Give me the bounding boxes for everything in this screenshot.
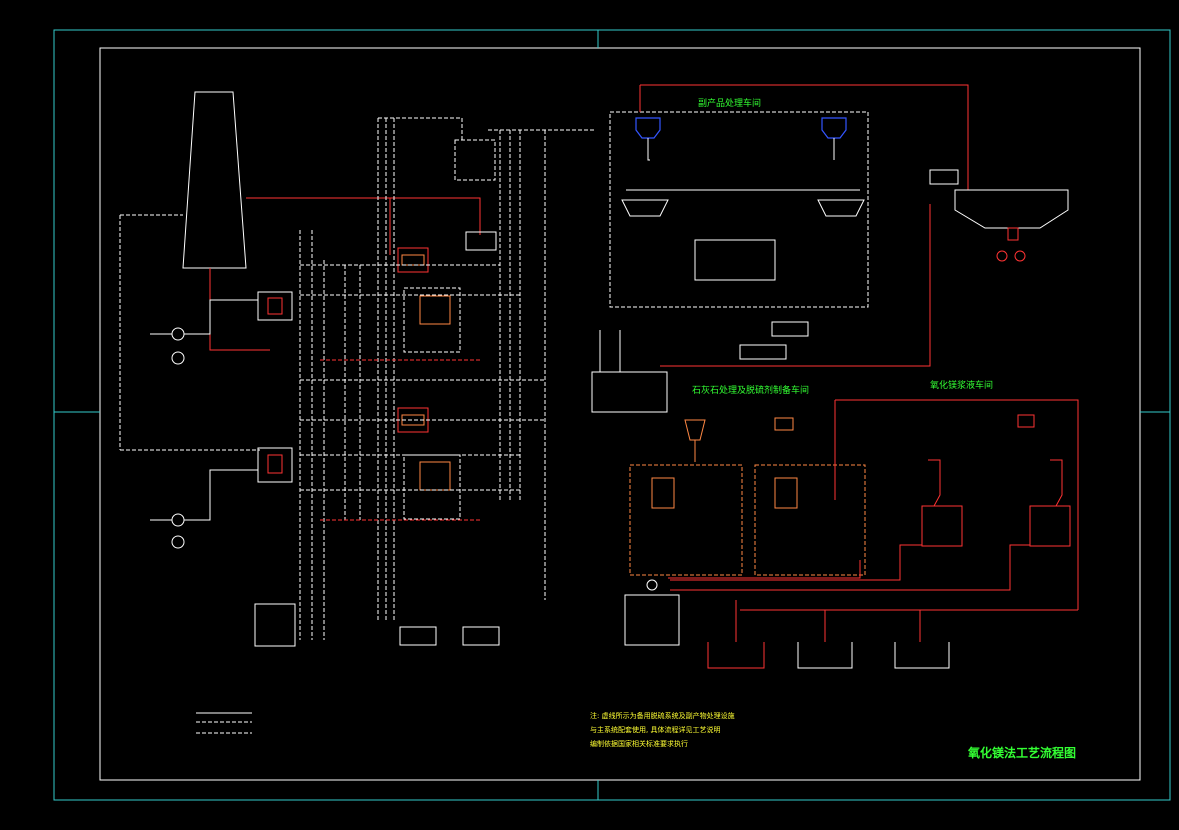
absorber-icon (397, 407, 461, 520)
top-tank (454, 139, 496, 181)
legend-lines (196, 712, 252, 734)
limestone-area-2 (754, 464, 866, 576)
inner-frame (99, 47, 1141, 781)
chimney-icon (182, 91, 247, 269)
drawing-title: 氧化镁法工艺流程图 (967, 745, 1076, 760)
mgo-section-title: 氧化镁浆液车间 (930, 379, 993, 391)
thickener-icon (929, 169, 1069, 262)
note-line-3: 编制依据国家相关标准要求执行 (590, 739, 688, 748)
byproduct-section-title: 副产品处理车间 (698, 97, 761, 109)
absorber-icon (397, 247, 461, 353)
note-line-2: 与主系统配套使用, 具体流程详见工艺说明 (590, 725, 720, 734)
process-bus-lines (299, 118, 546, 640)
bottom-tank-3 (254, 603, 296, 647)
bottom-tank-1 (399, 626, 437, 646)
mgo-tank-1 (921, 459, 963, 547)
mgo-tank-2 (1029, 459, 1071, 547)
pump-icon (635, 117, 847, 139)
ggh-1 (257, 291, 293, 321)
outer-frame (53, 29, 1171, 801)
filter-unit (694, 239, 776, 281)
central-sump (591, 371, 668, 413)
bottom-tank-2 (462, 626, 500, 646)
small-tank-1 (465, 231, 497, 251)
collection-tank (624, 594, 680, 646)
limestone-area-1 (629, 464, 743, 576)
small-tank-3 (739, 344, 787, 360)
ggh-2 (257, 447, 293, 483)
note-line-1: 注: 虚线所示为备用脱硫系统及副产物处理设施 (590, 711, 735, 720)
small-tank-2 (771, 321, 809, 337)
byproduct-area (609, 111, 869, 308)
cyclone-icon (621, 199, 865, 217)
limestone-section-title: 石灰石处理及脱硫剂制备车间 (692, 384, 809, 396)
fan-icon (171, 327, 185, 549)
tank-icon (707, 642, 950, 669)
